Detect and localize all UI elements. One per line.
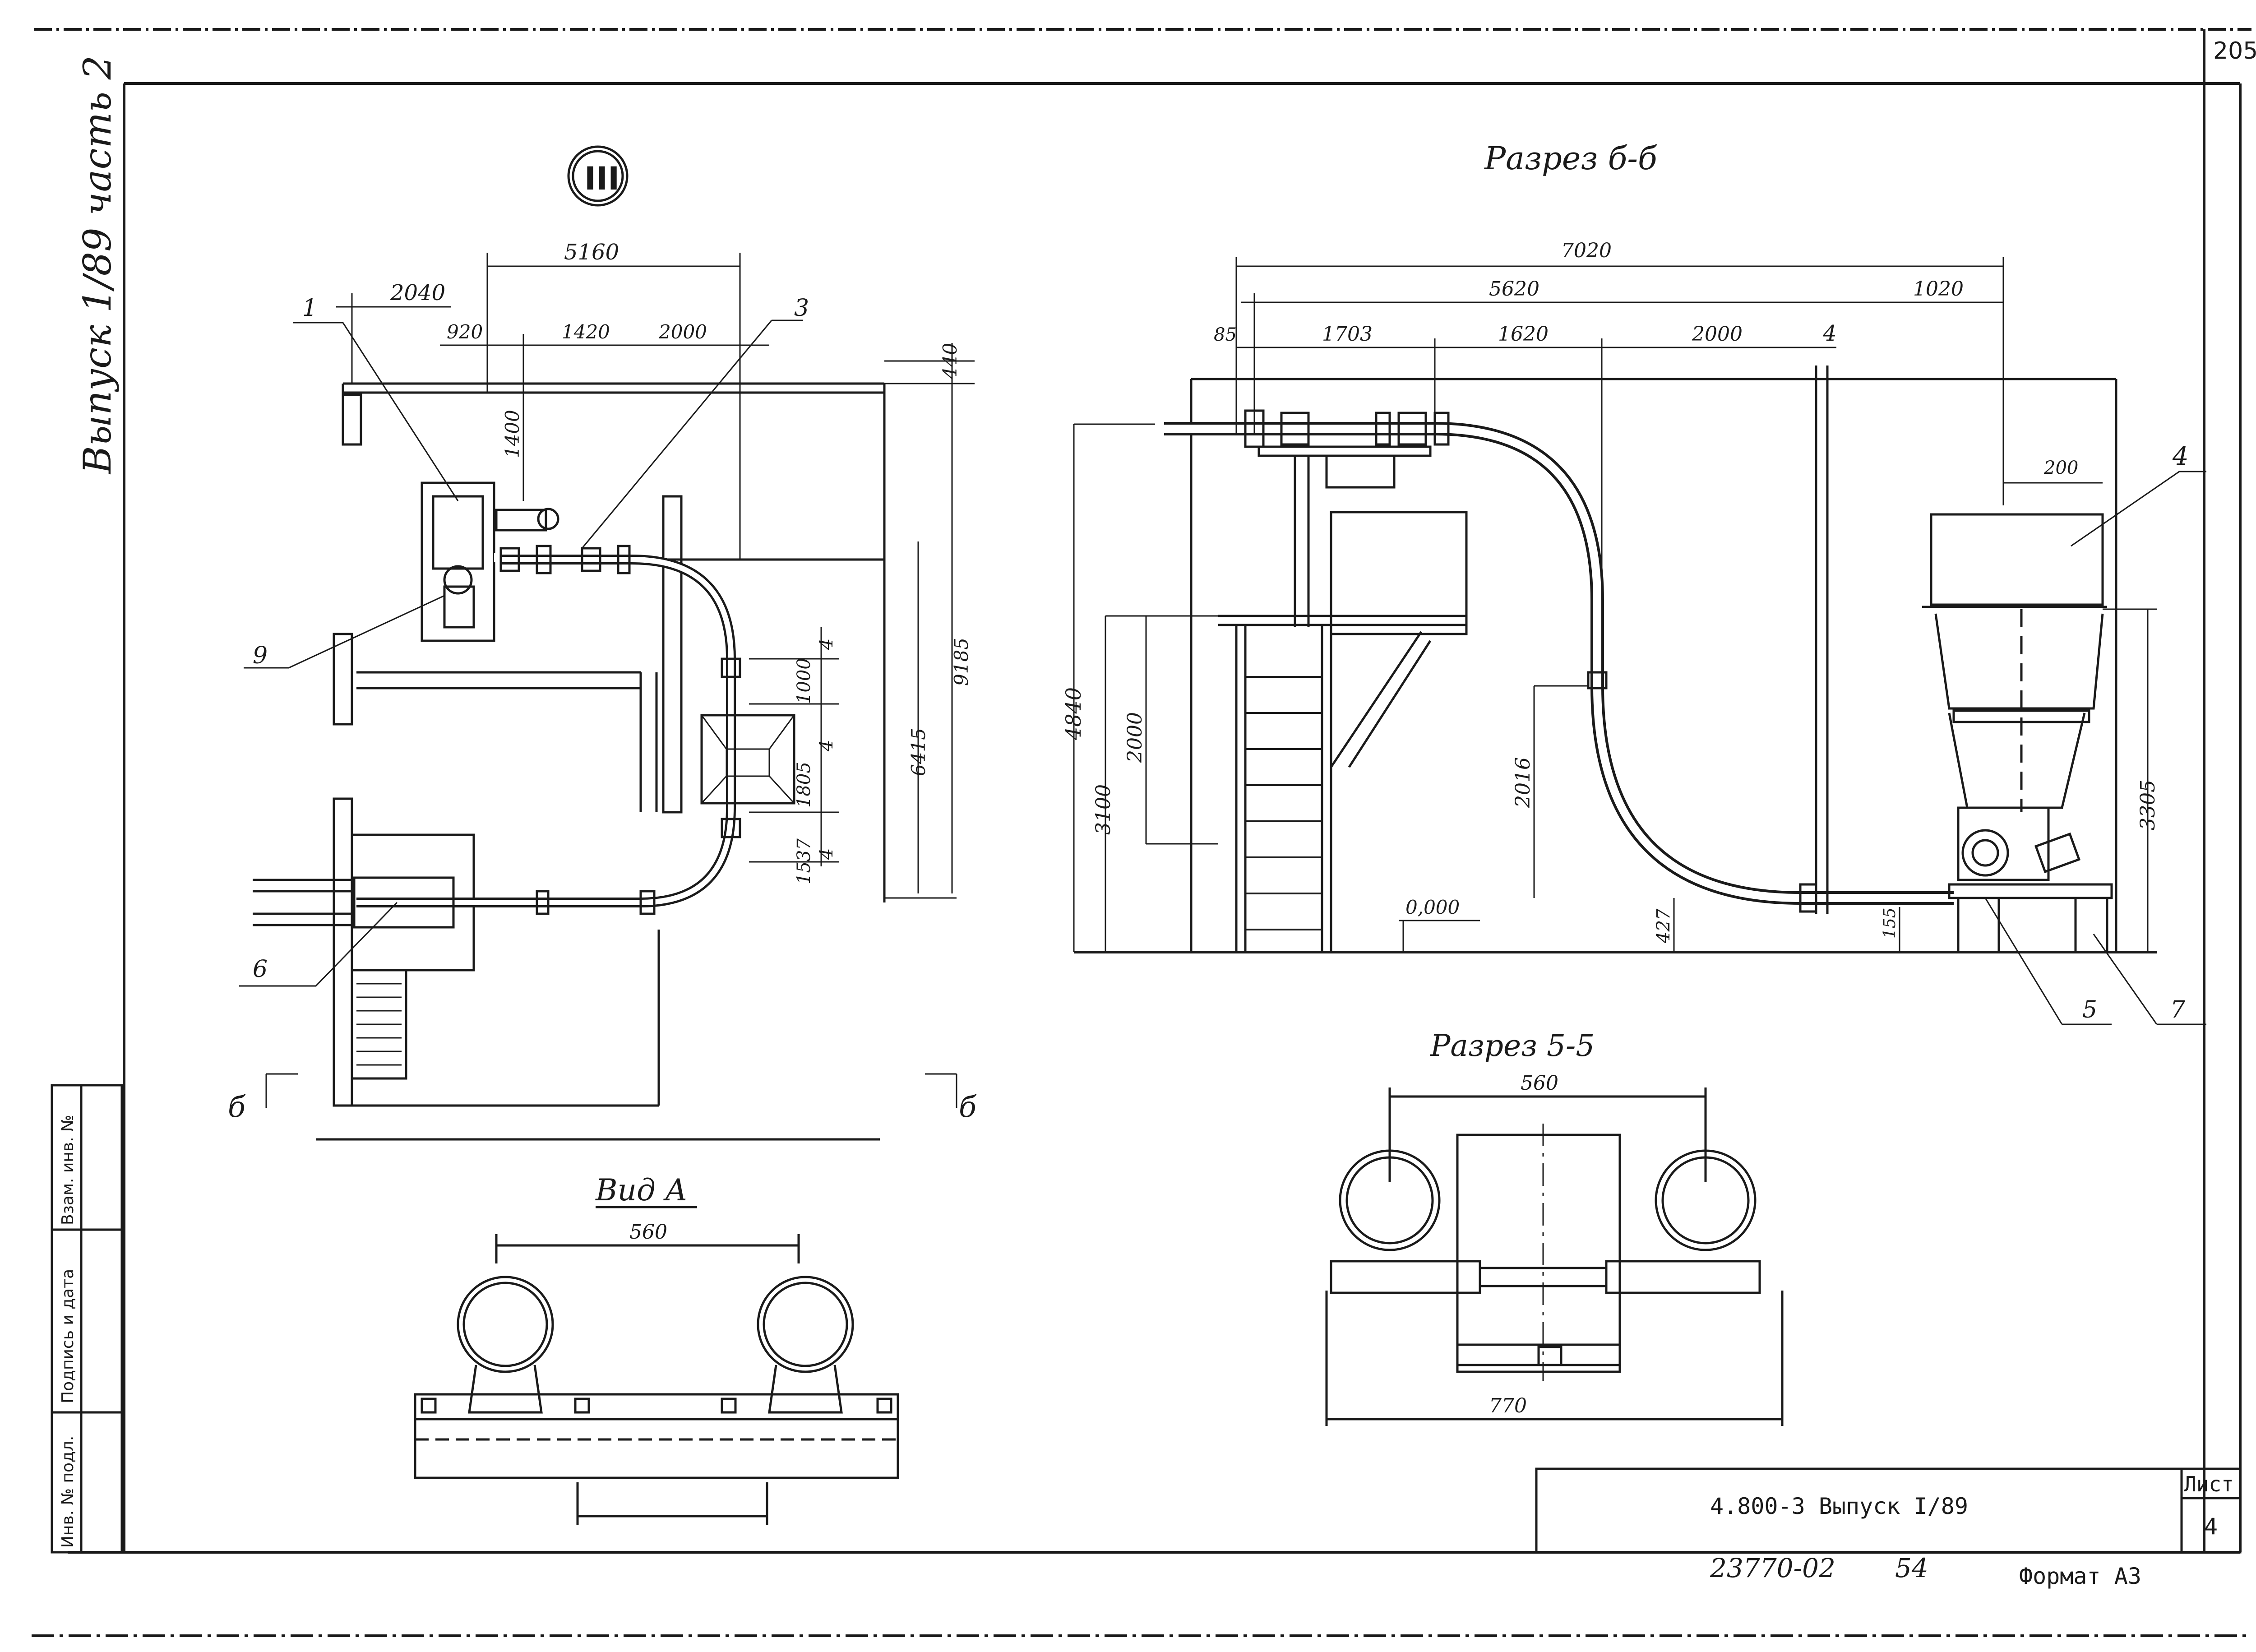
plan-level-4a: 4 [816, 639, 837, 650]
s66-dim-2000: 2000 [1692, 323, 1743, 346]
plan-dim-920: 920 [447, 321, 483, 343]
plan-dim-2000: 2000 [658, 321, 707, 343]
side-stamp [51, 1084, 123, 1554]
s66-dim-5620: 5620 [1489, 278, 1539, 301]
section-66-title: Разрез б-б [1484, 140, 1657, 177]
s66-callout-7: 7 [2170, 996, 2186, 1023]
plan-level-4b: 4 [816, 740, 837, 752]
section-55-view [1325, 1087, 1784, 1426]
archive-suffix: 54 [1895, 1553, 1928, 1583]
section-66-view [1073, 257, 2206, 1025]
s55-dim-560: 560 [1521, 1072, 1558, 1095]
s66-dim-1020: 1020 [1913, 278, 1964, 301]
s66-dim-3100: 3100 [1092, 784, 1115, 835]
sheet-label: Лист [2184, 1472, 2234, 1496]
stamp-replaced-inv: Взам. инв. № [59, 1115, 77, 1225]
plan-dim-1400: 1400 [501, 410, 523, 458]
s66-dim-155: 155 [1881, 907, 1899, 939]
archive-number: 23770-02 [1710, 1553, 1835, 1583]
plan-marker: III [584, 160, 619, 197]
section-mark-right: б [959, 1091, 977, 1124]
section-55-title: Разрез 5-5 [1430, 1028, 1595, 1063]
plan-dim-2040: 2040 [390, 280, 445, 305]
s66-dim-3305: 3305 [2136, 780, 2159, 830]
s66-dim-427: 427 [1653, 908, 1674, 944]
plan-callout-3: 3 [794, 295, 809, 322]
stamp-inv-no: Инв. № подл. [59, 1436, 77, 1548]
series-title: Выпуск 1/89 часть 2 [75, 56, 120, 475]
plan-view [239, 145, 975, 1141]
plan-dim-6415: 6415 [907, 728, 929, 776]
stamp-signature-date: Подпись и дата [59, 1269, 77, 1403]
s66-dim-7020: 7020 [1561, 239, 1612, 262]
page-number: 205 [2213, 37, 2256, 65]
plan-callout-1: 1 [302, 295, 317, 322]
plan-dim-1537: 1537 [794, 838, 814, 884]
plan-dim-1000: 1000 [794, 658, 814, 704]
sheet-frame [32, 28, 2251, 1637]
plan-dim-440: 440 [939, 343, 961, 379]
format-label: Формат А3 [2019, 1563, 2141, 1589]
view-a-title: Вид А [595, 1173, 688, 1208]
plan-dim-5160: 5160 [564, 240, 619, 265]
section-mark-left: б [228, 1091, 246, 1124]
document-code: 4.800-3 Выпуск I/89 [1710, 1493, 1968, 1519]
plan-callout-9: 9 [253, 642, 268, 669]
title-block [1535, 1467, 2242, 1554]
s66-callout-5: 5 [2082, 996, 2097, 1023]
s66-dim-1620: 1620 [1498, 323, 1549, 346]
plan-level-4c: 4 [816, 848, 837, 860]
s66-dim-2016: 2016 [1512, 757, 1535, 808]
plan-dim-1805: 1805 [794, 762, 814, 808]
s66-dim-2000-vert: 2000 [1123, 712, 1146, 763]
s66-level-4: 4 [1822, 321, 1837, 346]
s66-dim-85: 85 [1214, 324, 1237, 345]
s66-dim-200: 200 [2043, 458, 2078, 478]
s66-level-zero: 0,000 [1405, 896, 1460, 918]
view-a [414, 1206, 899, 1525]
plan-dim-1420: 1420 [562, 321, 610, 343]
s66-dim-4840: 4840 [1061, 687, 1086, 740]
s66-dim-1703: 1703 [1322, 323, 1373, 346]
plan-callout-6: 6 [253, 956, 268, 983]
s66-callout-4: 4 [2172, 442, 2189, 471]
s55-dim-770: 770 [1489, 1394, 1527, 1417]
view-a-dim-560: 560 [629, 1221, 667, 1244]
sheet-number: 4 [2204, 1513, 2218, 1540]
plan-dim-9185: 9185 [950, 638, 972, 686]
